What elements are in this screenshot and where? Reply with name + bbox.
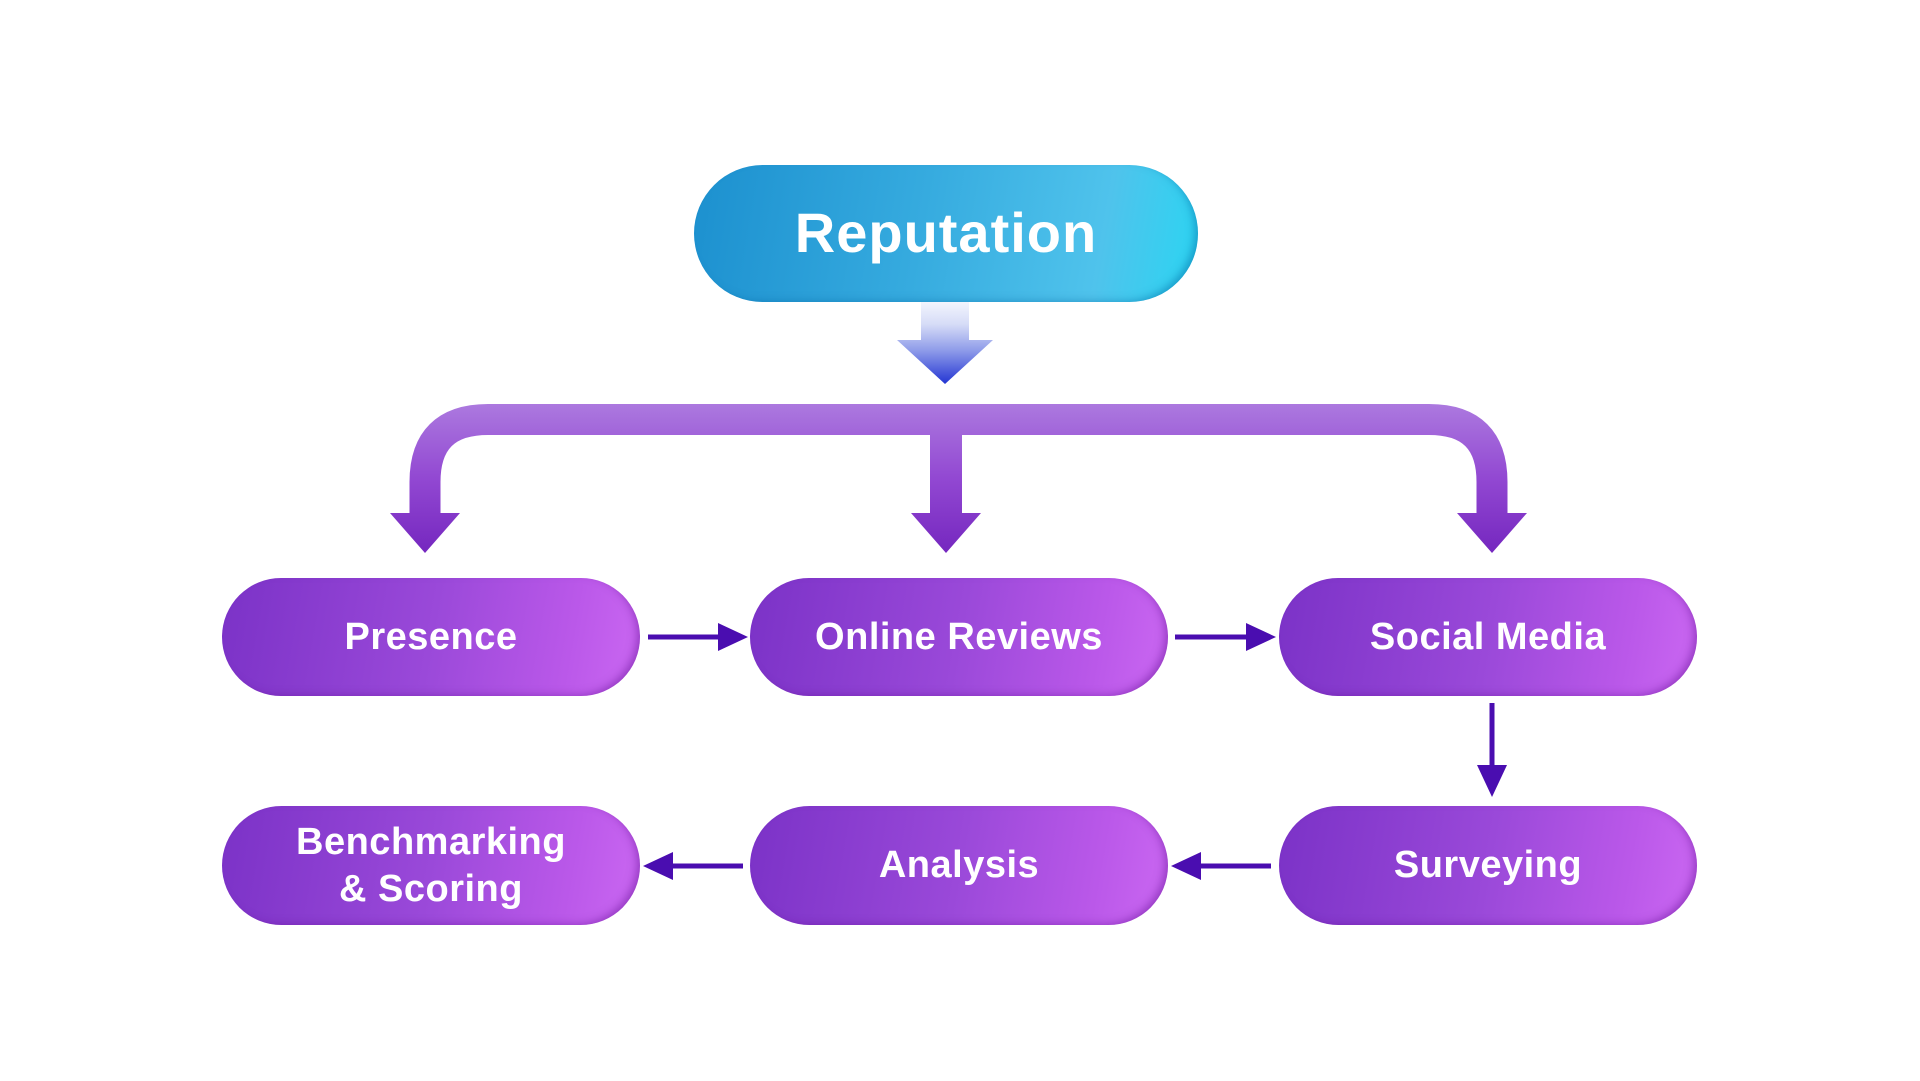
node-online-reviews: Online Reviews [750, 578, 1168, 696]
node-surveying-label: Surveying [1393, 844, 1583, 887]
arrow-surveying-to-analysis-icon [1171, 852, 1271, 880]
three-way-branch-connector-icon [390, 404, 1527, 553]
reputation-down-block-arrow-icon [897, 296, 993, 384]
arrow-online-reviews-to-social-media-icon [1175, 623, 1276, 651]
node-online-reviews-label: Online Reviews [815, 615, 1103, 658]
arrow-presence-to-online-reviews-icon [648, 623, 748, 651]
arrow-social-media-to-surveying-icon [1477, 703, 1507, 797]
node-surveying: Surveying [1279, 806, 1697, 925]
arrow-analysis-to-benchmarking-icon [643, 852, 743, 880]
node-analysis-label: Analysis [878, 844, 1040, 887]
node-social-media-label: Social Media [1369, 615, 1607, 658]
node-reputation: Reputation [694, 165, 1198, 302]
node-social-media: Social Media [1279, 578, 1697, 696]
node-benchmarking-scoring: Benchmarking & Scoring [222, 806, 640, 925]
node-benchmarking-scoring-label: Benchmarking & Scoring [296, 821, 566, 910]
node-presence-label: Presence [344, 615, 518, 658]
node-reputation-label: Reputation [794, 201, 1098, 265]
node-analysis: Analysis [750, 806, 1168, 925]
node-presence: Presence [222, 578, 640, 696]
